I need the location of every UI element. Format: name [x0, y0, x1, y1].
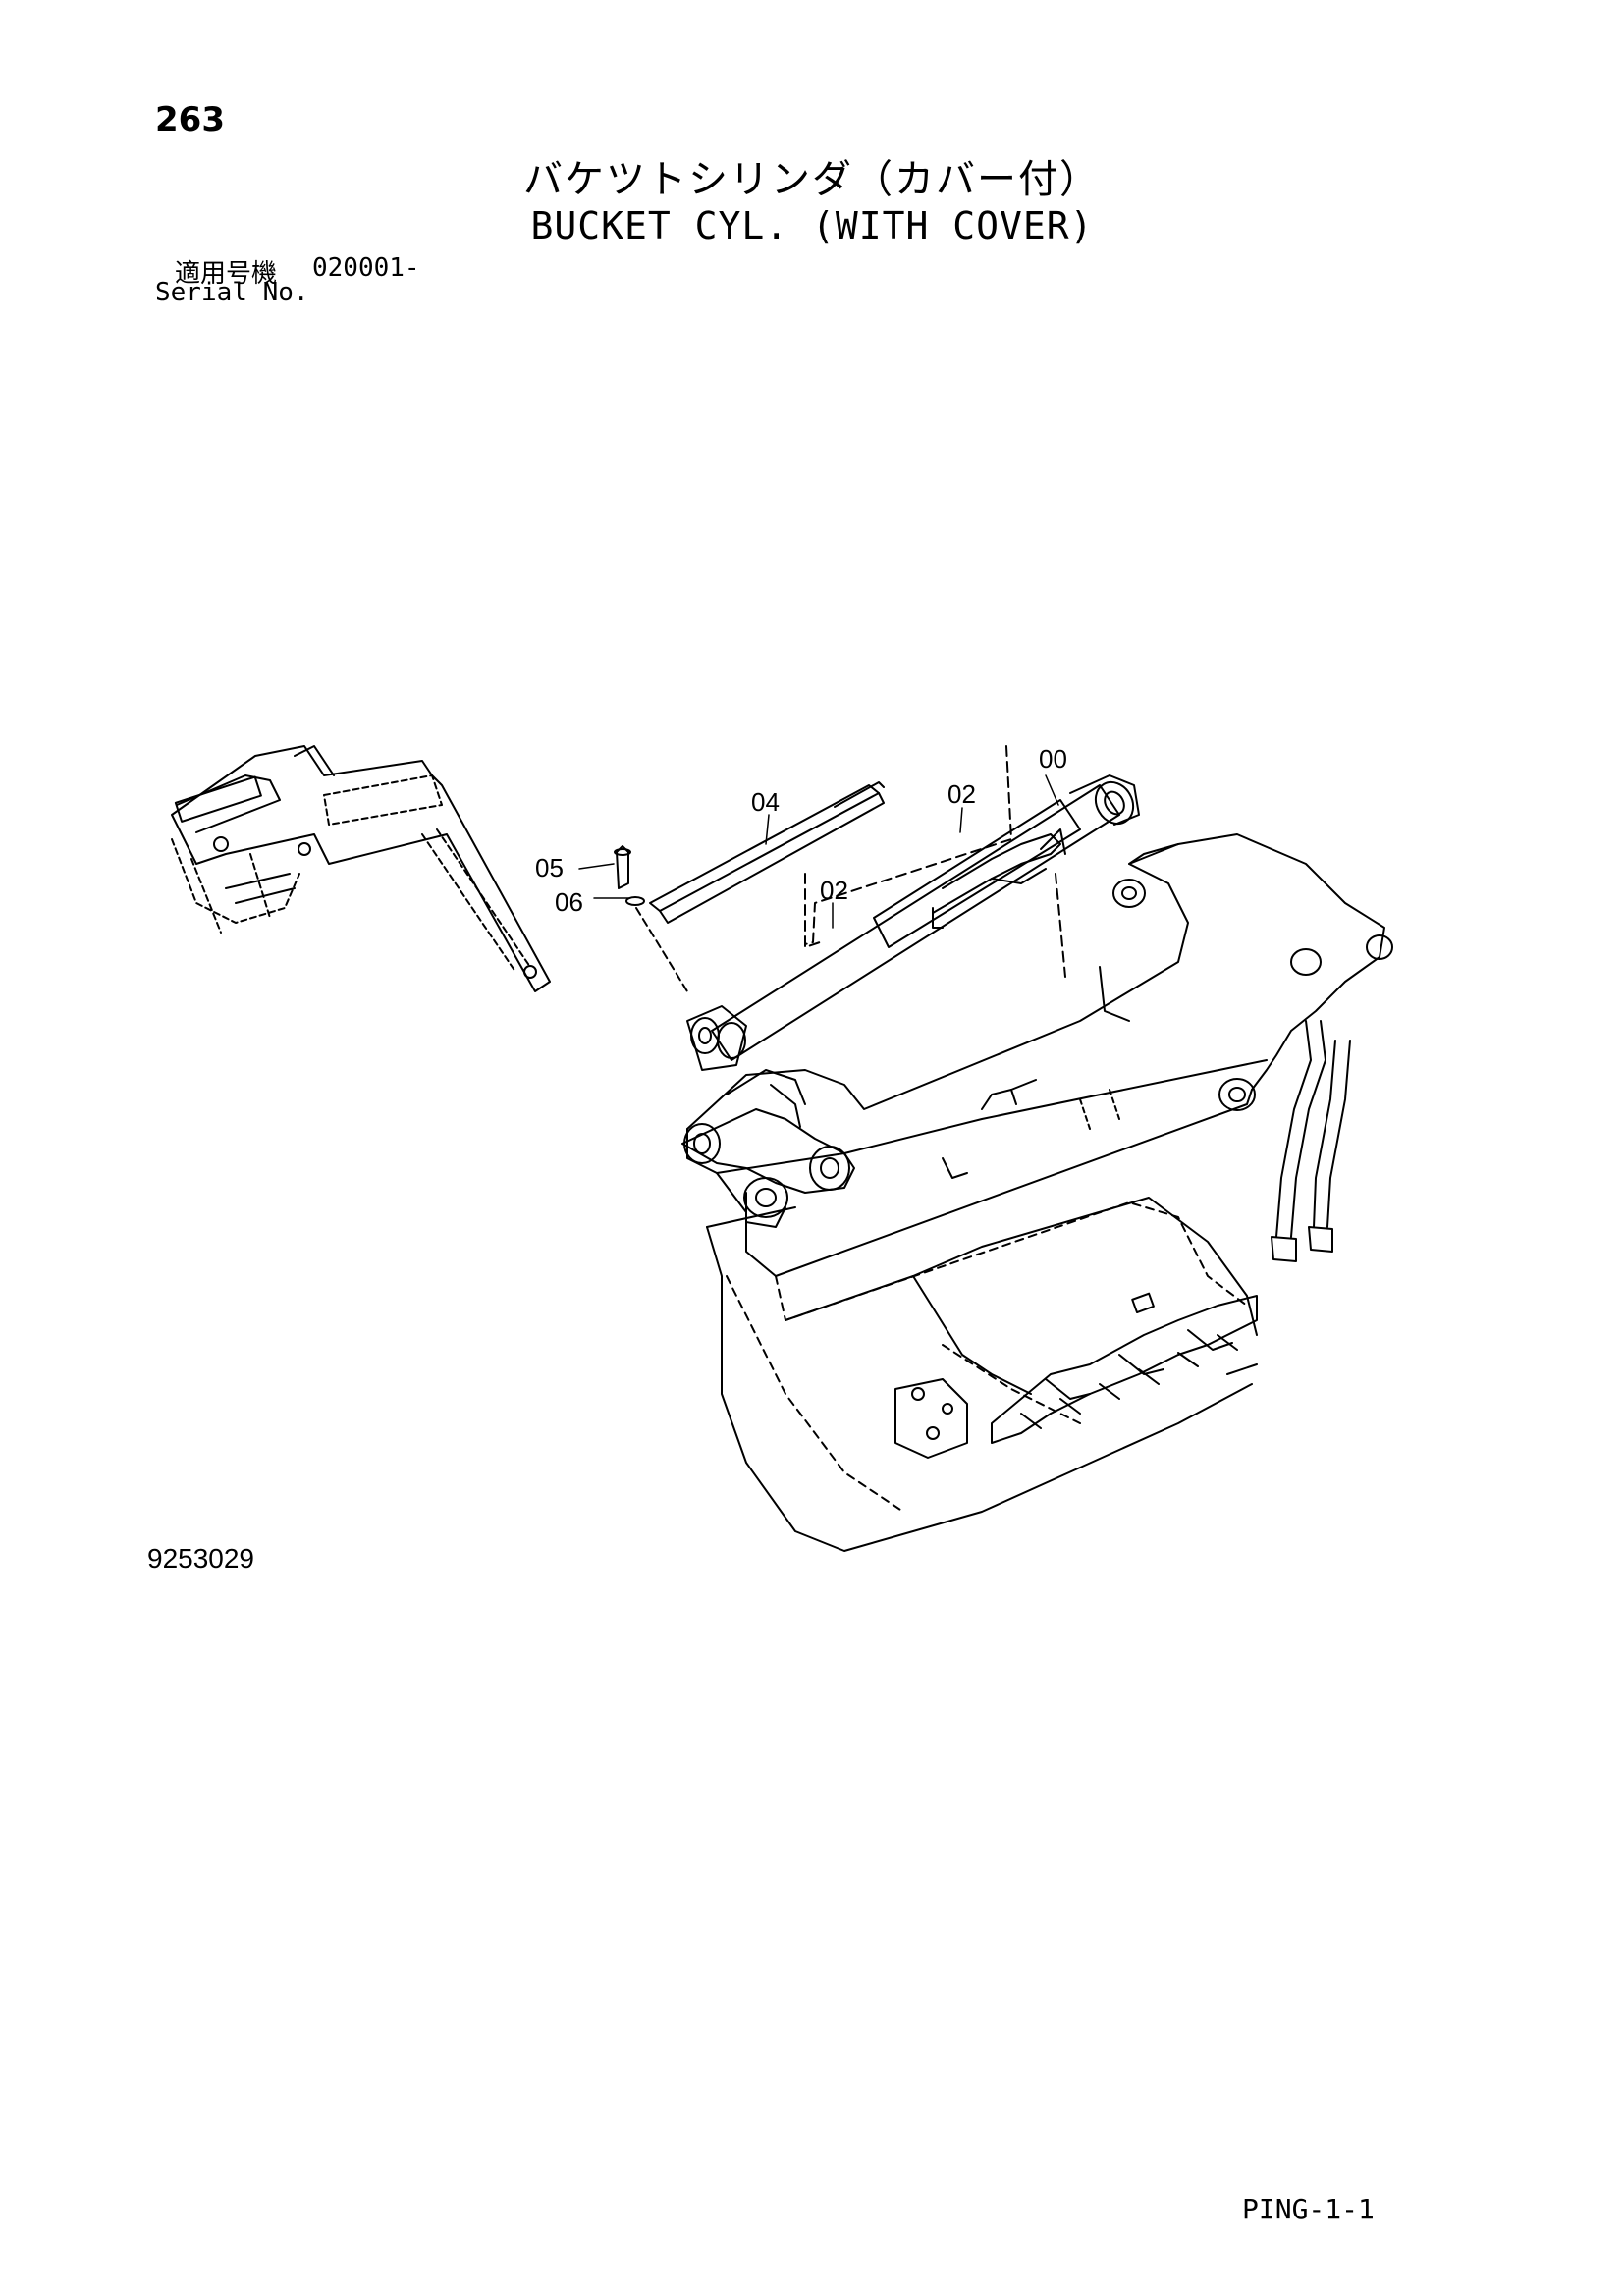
serial-label-english: Serial No. — [155, 278, 309, 307]
page-title-japanese: バケツトシリンダ（カバー付） — [523, 157, 1101, 202]
sheet-code: PING-1-1 — [1242, 2193, 1375, 2225]
drawing-number: 9253029 — [147, 1543, 255, 1574]
page-number: 263 — [155, 100, 225, 139]
callout-00: 00 — [1039, 744, 1067, 774]
inset-machine-overview — [171, 745, 551, 992]
cylinder-cover — [649, 781, 885, 924]
callout-04: 04 — [751, 787, 780, 817]
page-title-english: BUCKET CYL. (WITH COVER) — [530, 204, 1094, 247]
callout-02-lower: 02 — [820, 876, 848, 905]
bolt-washer — [614, 845, 688, 992]
callout-06: 06 — [555, 887, 583, 917]
callout-05: 05 — [535, 853, 564, 882]
assembly-group-frame — [804, 745, 1066, 978]
bucket-cylinder — [686, 774, 1140, 1071]
callout-02-upper: 02 — [947, 779, 976, 809]
serial-number-value: 020001- — [312, 253, 420, 283]
callout-leaders — [578, 774, 1059, 929]
bucket — [681, 833, 1393, 1552]
serial-label-japanese: 適用号機 — [175, 259, 278, 289]
